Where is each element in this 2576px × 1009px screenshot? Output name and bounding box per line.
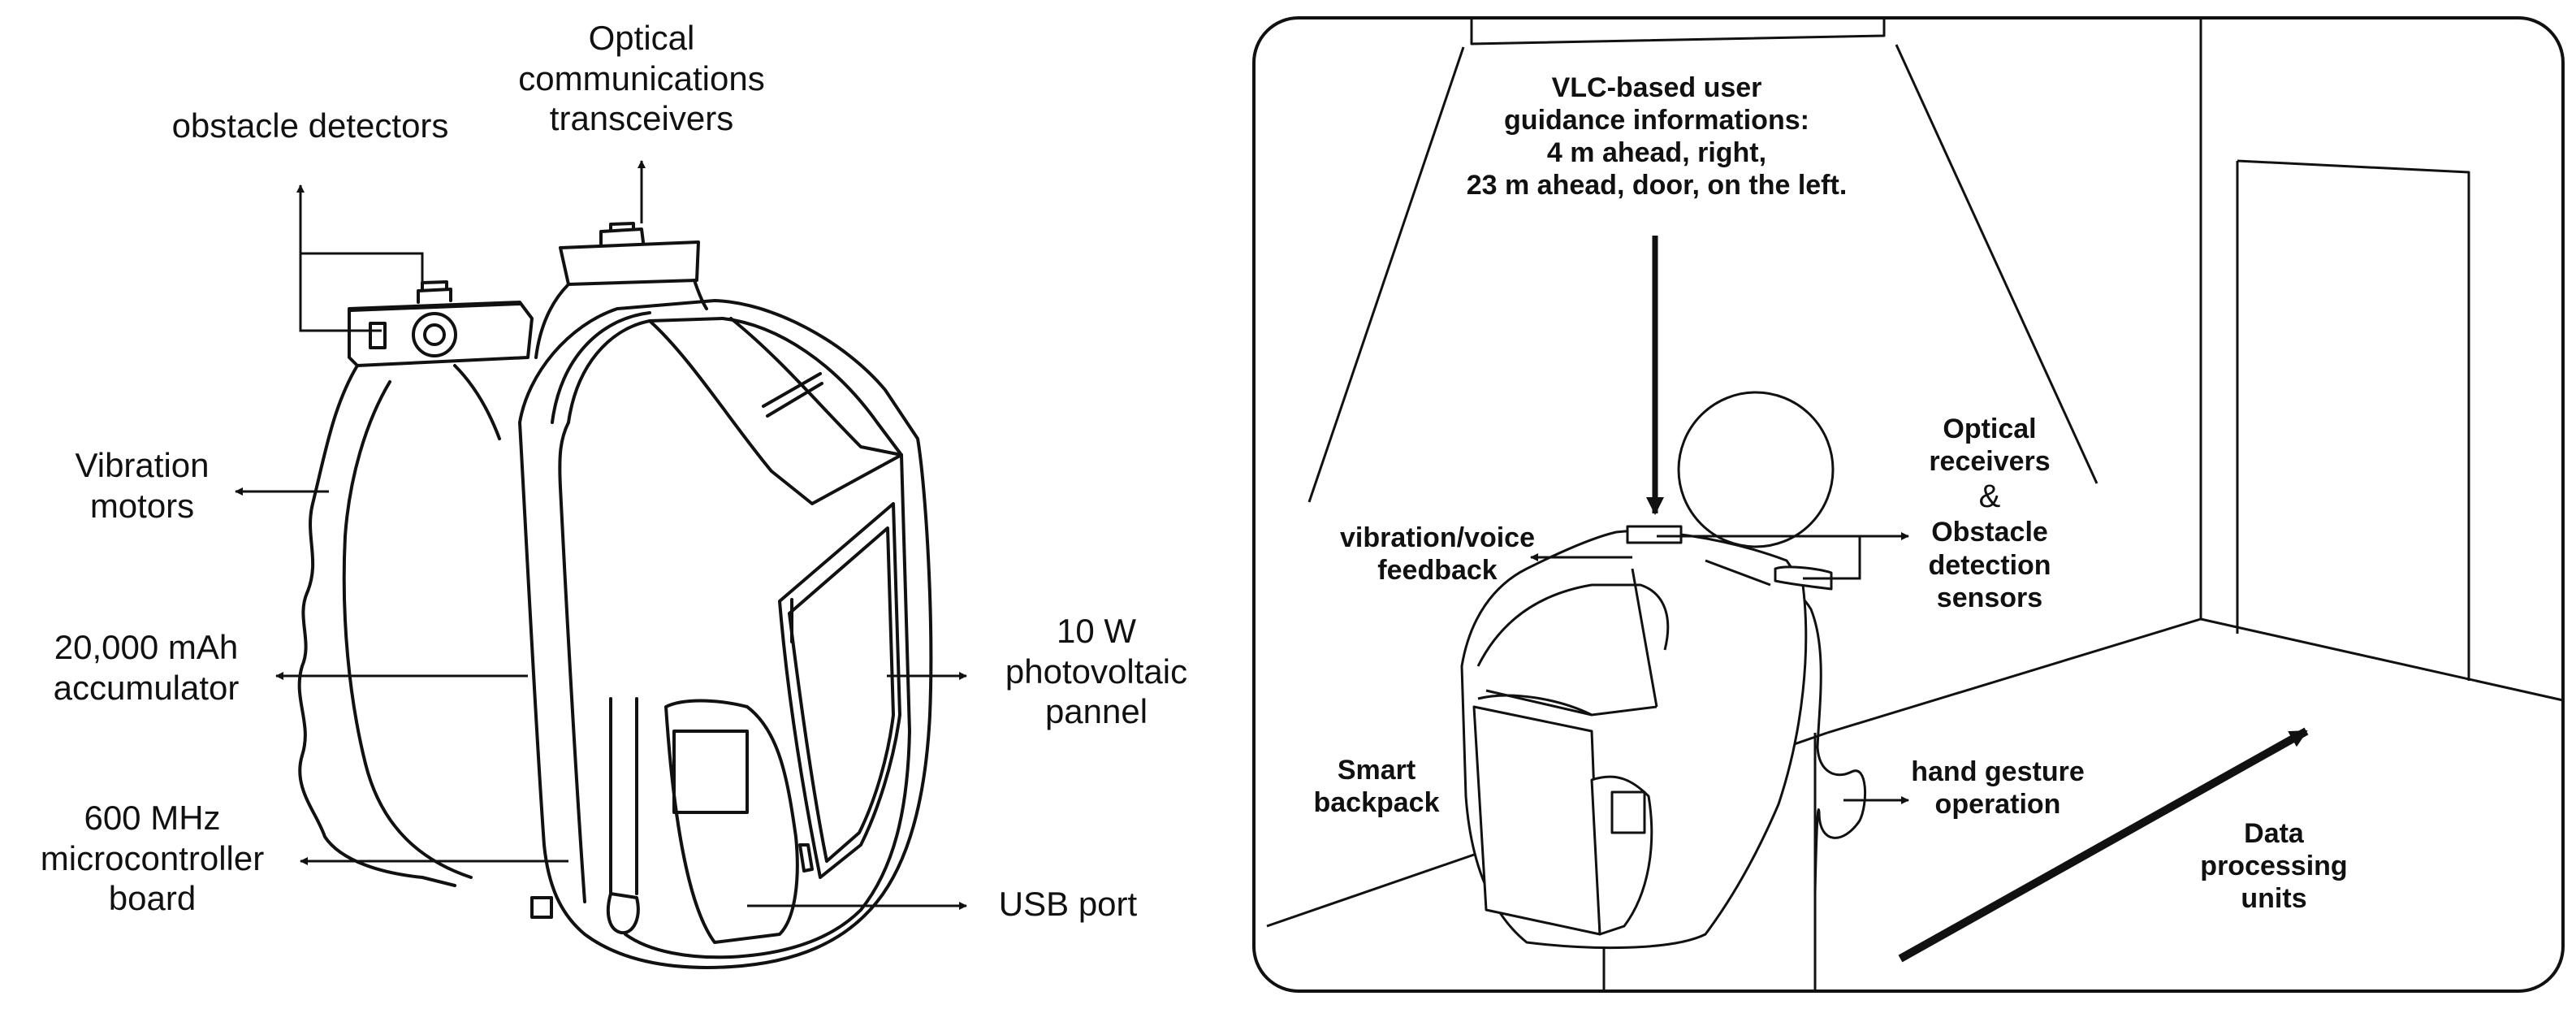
shoulder-strap xyxy=(297,364,456,887)
label-vlc-info: VLC-based user guidance informations: 4 … xyxy=(1466,72,1848,201)
transceiver-box xyxy=(559,240,700,286)
scene-frame xyxy=(1252,16,2565,993)
right-leader-lines xyxy=(1530,236,2309,963)
label-photovoltaic: 10 W photovoltaic pannel xyxy=(1005,612,1188,731)
label-optical-transceivers: Optical communications transceivers xyxy=(518,19,765,138)
label-smart-backpack: Smart backpack xyxy=(1313,755,1440,819)
person-head xyxy=(1677,391,1835,548)
label-obstacle-detectors: obstacle detectors xyxy=(171,106,449,145)
ceiling-light xyxy=(1470,18,1886,45)
door xyxy=(2236,159,2470,681)
label-usb-port: USB port xyxy=(998,885,1138,923)
obstacle-detector-box xyxy=(348,301,534,367)
front-pocket xyxy=(664,699,799,944)
left-backpack-drawing xyxy=(297,222,933,969)
pv-panel xyxy=(778,502,901,879)
right-scene xyxy=(1252,16,2565,993)
left-leader-lines xyxy=(235,160,967,910)
label-microcontroller: 600 MHz microcontroller board xyxy=(40,799,265,918)
label-optical-receivers-sensors: Optical receivers & Obstacle detection s… xyxy=(1928,414,2051,613)
label-vibration-motors: Vibration motors xyxy=(75,446,210,525)
obstacle-detectors-arrow xyxy=(299,252,424,332)
label-vibration-voice-feedback: vibration/voice feedback xyxy=(1340,522,1535,587)
backpack-body xyxy=(518,299,933,969)
label-hand-gesture: hand gesture operation xyxy=(1911,756,2085,821)
scene-backpack xyxy=(1460,525,1833,950)
data-flow-arrow xyxy=(1898,727,2309,963)
label-accumulator: 20,000 mAh accumulator xyxy=(53,628,240,707)
label-data-processing: Data processing units xyxy=(2200,818,2348,915)
